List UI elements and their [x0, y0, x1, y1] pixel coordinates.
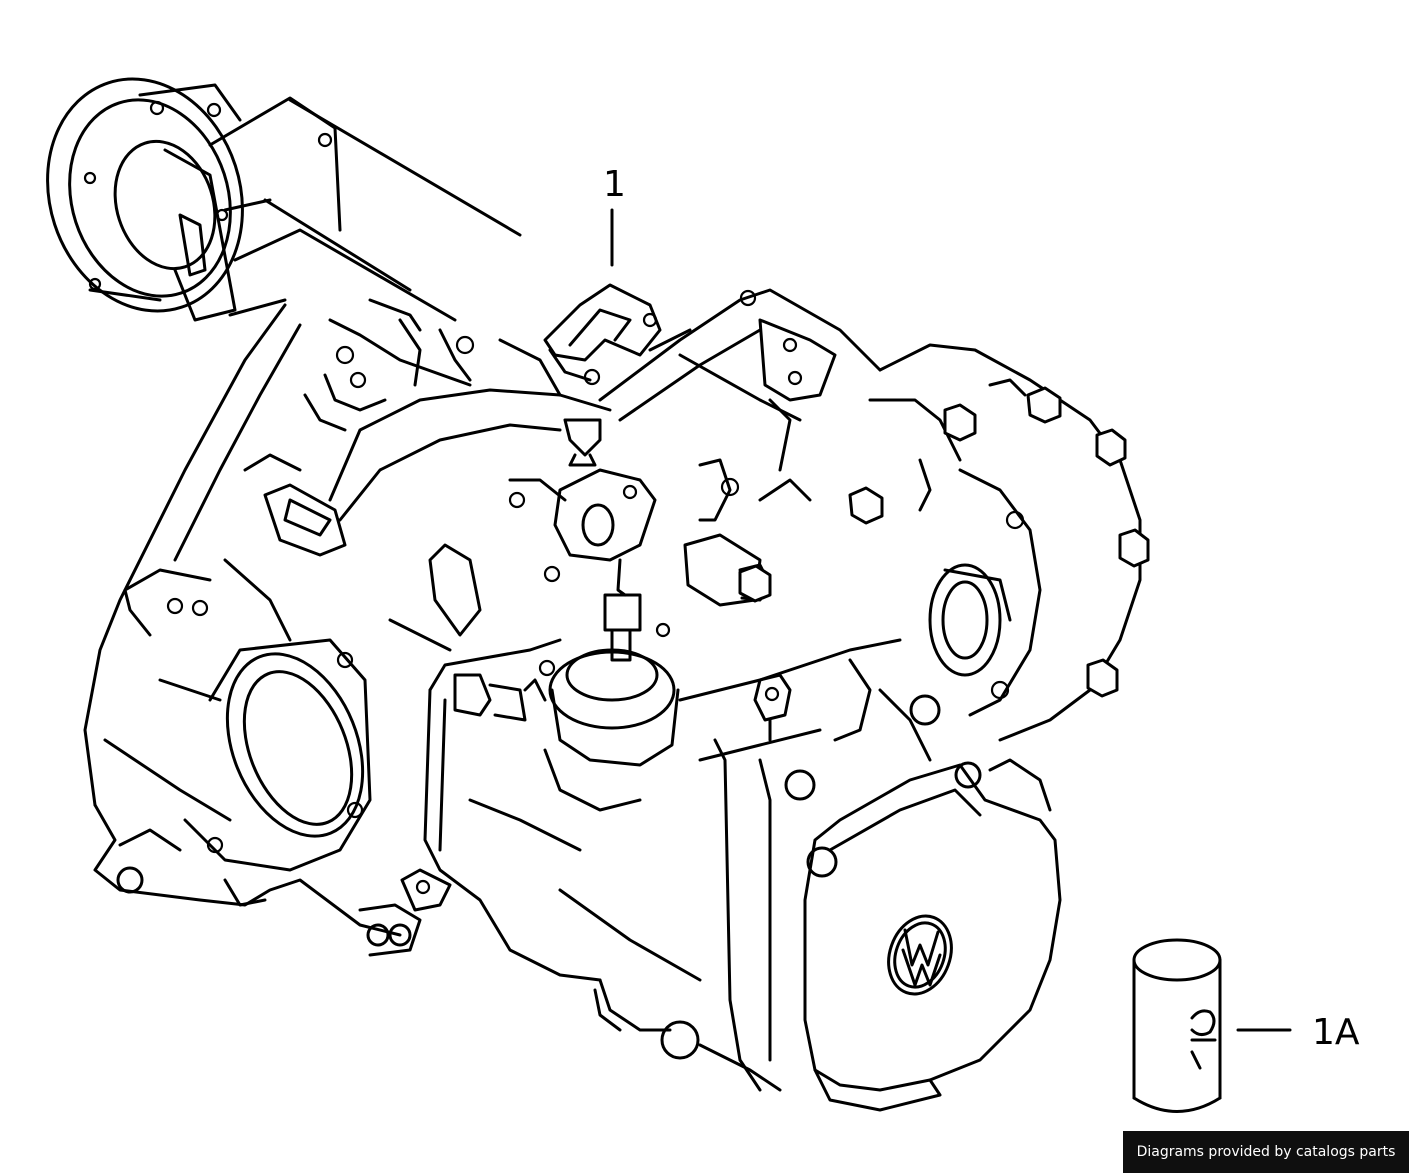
speed-sensor — [753, 673, 792, 742]
transmission-drawing — [46, 77, 1150, 1112]
callout-1-label: 1 — [603, 164, 626, 205]
housing-ribs — [158, 388, 612, 702]
lower-case — [400, 638, 782, 1092]
driveshaft-opening — [183, 638, 372, 872]
axle-housing — [208, 96, 522, 322]
bell-housing — [83, 303, 475, 937]
case-details — [368, 298, 932, 762]
hex-bolts — [738, 386, 1150, 698]
callout-1a-label: 1A — [1312, 1012, 1360, 1053]
callout-1a: 1A — [1236, 1012, 1360, 1053]
sensor-plug — [453, 673, 547, 722]
breather-vent — [563, 418, 602, 467]
case-beam — [678, 638, 941, 1092]
vw-logo-icon — [887, 914, 953, 996]
oil-can — [1132, 938, 1222, 1113]
top-mount-bracket — [543, 283, 662, 386]
callout-1: 1 — [603, 164, 626, 267]
speedometer-drive — [538, 558, 680, 812]
gear-case — [598, 288, 882, 522]
mount-bosses — [116, 828, 422, 957]
drive-flange — [46, 77, 244, 322]
oil-can-logo-icon — [1190, 1009, 1217, 1070]
differential-cover — [868, 343, 1142, 742]
side-cover — [803, 758, 1062, 1112]
credit-bar: Diagrams provided by catalogs parts — [1123, 1131, 1409, 1173]
center-flange-plate — [508, 468, 657, 583]
